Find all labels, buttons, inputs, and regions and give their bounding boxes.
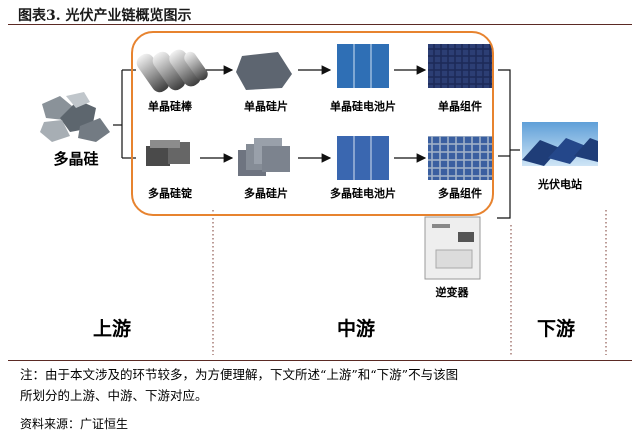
- poly-wafer-image: [238, 138, 290, 176]
- label-pv-station: 光伏电站: [538, 178, 582, 191]
- label-poly-module: 多晶组件: [438, 187, 482, 200]
- connector-lines: [113, 69, 520, 219]
- midstream-highlight-box: [131, 31, 494, 216]
- zone-dividers: [212, 210, 607, 355]
- zone-midstream: 中游: [336, 318, 376, 340]
- zone-downstream: 下游: [536, 318, 576, 340]
- note-line-2: 所划分的上游、中游、下游对应。: [20, 388, 208, 403]
- note-rule: [8, 360, 632, 361]
- poly-module-image: [428, 136, 492, 180]
- poly-ingot-image: [146, 140, 190, 166]
- figure-title: 图表3. 光伏产业链概览图示: [18, 8, 192, 24]
- poly-cell-image: [337, 136, 389, 180]
- inverter-image: [424, 216, 481, 280]
- pv-station-image: [522, 122, 598, 166]
- mono-wafer-image: [236, 52, 292, 90]
- label-inverter: 逆变器: [435, 286, 469, 299]
- label-poly-cell: 多晶硅电池片: [330, 187, 396, 200]
- note-line-1: 注：由于本文涉及的环节较多，为方便理解，下文所述“上游”和“下游”不与该图: [20, 367, 459, 382]
- label-mono-wafer: 单晶硅片: [244, 100, 288, 113]
- zone-upstream: 上游: [92, 318, 132, 340]
- label-polysilicon: 多晶硅: [53, 150, 99, 168]
- label-poly-wafer: 多晶硅片: [244, 187, 288, 200]
- source-text: 资料来源：广证恒生: [20, 417, 129, 431]
- polysilicon-image: [40, 92, 110, 142]
- top-rule: [8, 24, 632, 25]
- label-mono-rod: 单晶硅棒: [148, 100, 192, 113]
- mono-rod-image: [136, 49, 208, 93]
- label-poly-ingot: 多晶硅锭: [148, 187, 192, 200]
- label-mono-module: 单晶组件: [438, 100, 482, 113]
- label-mono-cell: 单晶硅电池片: [330, 100, 396, 113]
- mono-cell-image: [337, 44, 389, 88]
